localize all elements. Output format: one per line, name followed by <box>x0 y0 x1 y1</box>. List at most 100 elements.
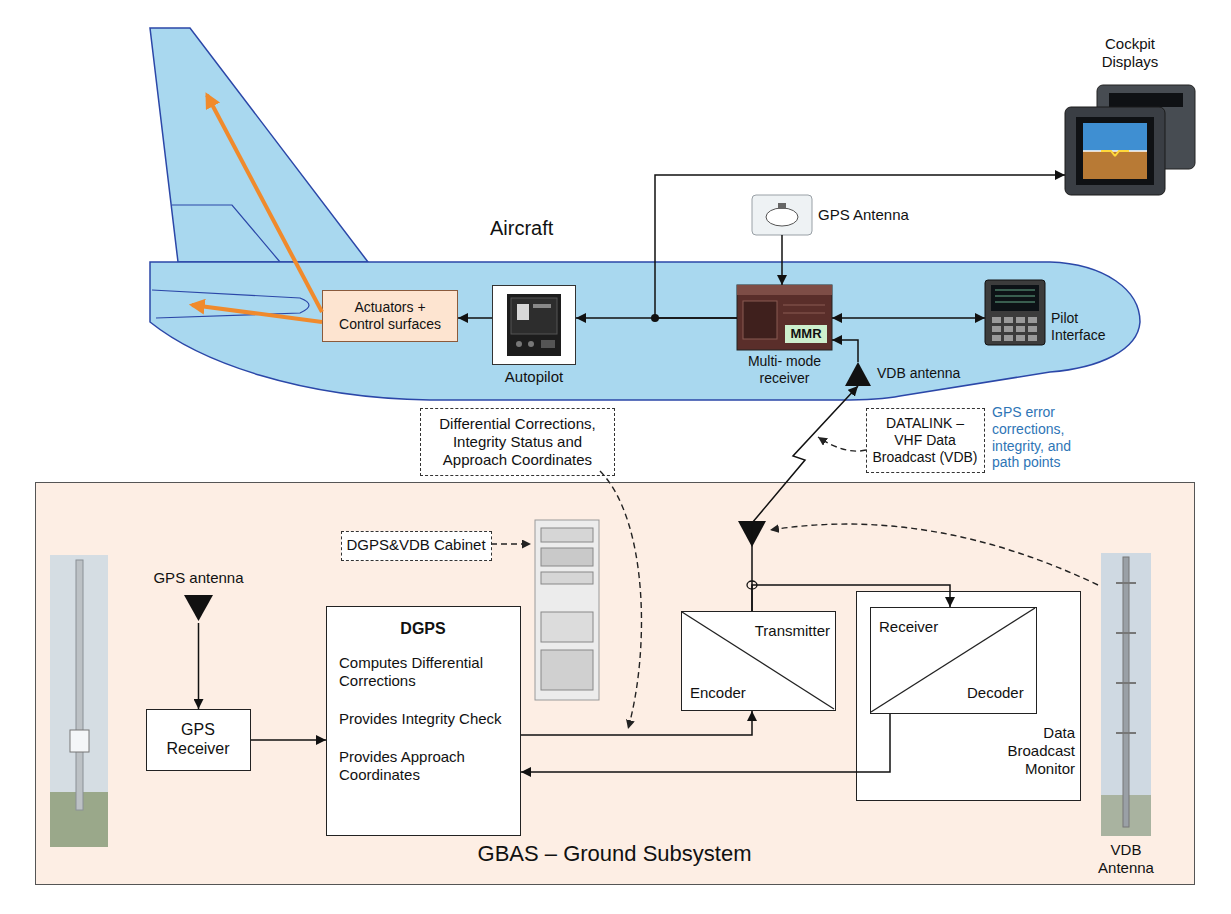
cdu-key <box>1028 335 1037 341</box>
mast-element <box>1116 682 1136 684</box>
receiver-panel <box>743 301 777 339</box>
signal-connector <box>752 386 858 611</box>
signal-connector <box>458 317 492 319</box>
cabinet-body <box>535 520 599 700</box>
node-label: Decoder <box>967 684 1031 702</box>
display-screen <box>1109 93 1183 107</box>
photo-sky <box>50 555 108 847</box>
cabinet-photo <box>535 520 599 700</box>
text-holder: Provides Integrity Check <box>339 710 507 728</box>
cdu-screen-line <box>995 290 1035 291</box>
receiver-top <box>737 285 832 295</box>
gps-antenna-aircraft-art <box>752 195 812 235</box>
node-label: Data Broadcast Monitor <box>1003 724 1075 778</box>
signal-connector <box>521 714 890 772</box>
node-label: DGPS <box>339 619 507 638</box>
text-holder: Data Broadcast Monitor <box>1003 724 1075 778</box>
orange-control-arrows <box>192 95 322 322</box>
signal-connector <box>752 585 950 611</box>
aircraft-drawing <box>150 28 1140 400</box>
process-box: GPS Receiver <box>146 709 251 771</box>
cdu-key <box>992 317 1001 323</box>
text-holder: DGPS <box>339 619 507 638</box>
node-label: GPS Receiver <box>158 720 238 758</box>
leader-line <box>818 437 866 451</box>
text-holder: Decoder <box>967 684 1031 702</box>
gps-mast-photo <box>50 555 108 847</box>
receiver-box: ReceiverDecoder <box>870 607 1037 714</box>
cdu-key <box>992 326 1001 332</box>
signal-connector <box>655 175 1065 318</box>
node-label: Provides Integrity Check <box>339 710 507 728</box>
control-arrow <box>207 95 322 312</box>
node-label: Computes Differential Corrections <box>339 654 507 690</box>
text-holder: DATALINK – VHF Data Broadcast (VDB) <box>871 415 979 465</box>
antenna-symbol <box>845 362 871 386</box>
device-panel <box>517 304 529 320</box>
text-holder: Pilot Interface <box>1051 310 1111 344</box>
cdu-key <box>1016 335 1025 341</box>
text-holder: GPS Antenna <box>818 206 918 224</box>
signal-connector <box>781 235 783 285</box>
antenna-connector <box>778 203 786 209</box>
tail-fin <box>150 28 368 262</box>
node-label: GBAS – Ground Subsystem <box>36 841 1193 867</box>
autopilot-unit: Autopilot <box>492 285 576 365</box>
antenna-dome <box>766 208 798 226</box>
antenna-symbol <box>184 595 213 621</box>
node-label: VDB Antenna <box>1089 841 1163 877</box>
signal-connector <box>198 623 200 709</box>
cdu-key <box>992 335 1001 341</box>
signal-connector <box>832 317 985 319</box>
display-screen <box>1076 117 1154 185</box>
text-holder: GPS Receiver <box>158 720 238 758</box>
text-holder: Receiver <box>879 618 949 636</box>
gps-antenna-ground: GPS antenna <box>146 569 251 623</box>
text-holder: Cockpit Displays <box>1095 35 1165 71</box>
node-label: Encoder <box>690 684 754 702</box>
autopilot-unit-art <box>493 286 574 363</box>
cdu-body <box>985 280 1045 345</box>
aircraft-symbol <box>1101 151 1129 156</box>
pilot-interface: Pilot Interface <box>985 280 1045 345</box>
fuselage <box>150 262 1140 400</box>
vdb-antenna-mast-art <box>1101 553 1151 836</box>
dashed-leaders <box>491 437 1098 729</box>
cdu-key <box>1028 326 1037 332</box>
cdu-key <box>1004 326 1013 332</box>
cdu-key <box>1016 326 1025 332</box>
node-label: Aircraft <box>490 216 610 240</box>
text-holder: Actuators + Control surfaces <box>330 299 450 333</box>
cdu-key <box>1028 317 1037 323</box>
mast-pole <box>1123 557 1129 827</box>
text-holder: GPS antenna <box>146 569 251 587</box>
stabilizer <box>152 290 309 318</box>
cdu-key <box>1004 317 1013 323</box>
text-holder: Transmitter <box>750 622 830 640</box>
cabinet-unit <box>541 548 593 566</box>
signal-connector <box>521 711 752 735</box>
actuator-box: Actuators + Control surfaces <box>322 290 458 342</box>
leader-line <box>491 543 531 544</box>
node-label: Multi- mode receiver <box>737 353 832 387</box>
cabinet-unit <box>541 572 593 584</box>
pilot-interface-art <box>985 280 1045 345</box>
mast-pole <box>76 560 83 810</box>
vdb-antenna-aircraft: VDB antenna <box>845 362 871 386</box>
process-box: DGPS Computes Differential CorrectionsPro… <box>326 606 521 836</box>
node-label: Pilot Interface <box>1051 310 1111 344</box>
callout-box: DGPS&VDB Cabinet <box>341 531 492 561</box>
node-label: DGPS&VDB Cabinet <box>346 536 486 554</box>
cdu-key <box>1016 317 1025 323</box>
device-body <box>507 294 561 356</box>
device-face <box>511 298 557 334</box>
rudder-line <box>172 205 280 262</box>
node-label: Differential Corrections, Integrity Stat… <box>427 415 608 469</box>
divider-line <box>871 608 1035 712</box>
aircraft-outline: AircraftActuators + Control surfaces Auto… <box>140 20 1150 405</box>
node-label: GPS Antenna <box>818 206 918 224</box>
text-holder: GBAS – Ground Subsystem <box>36 841 1193 867</box>
text-holder: Encoder <box>690 684 754 702</box>
node-label: Cockpit Displays <box>1095 35 1165 71</box>
aircraft-outline-art <box>140 20 1150 405</box>
